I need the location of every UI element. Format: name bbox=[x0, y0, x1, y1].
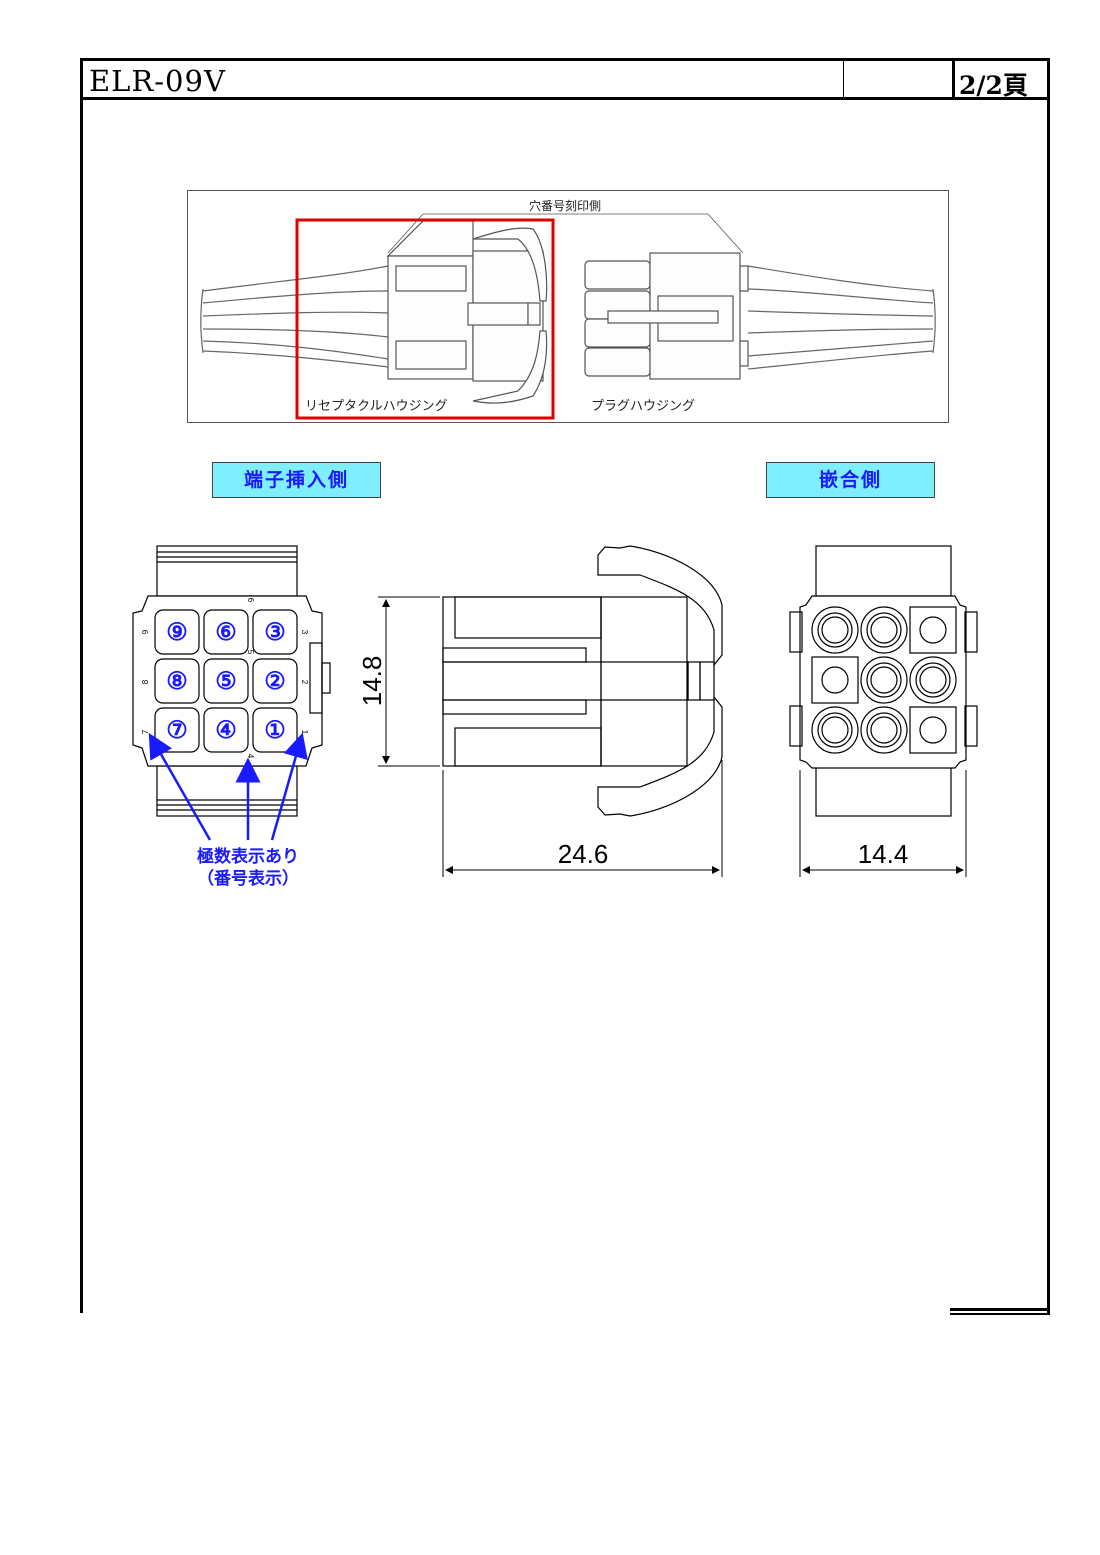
mating-cavity-hole bbox=[919, 616, 947, 644]
side-view bbox=[442, 545, 723, 817]
title-block-cell bbox=[843, 61, 955, 97]
dimension-length: 24.6 bbox=[558, 839, 609, 869]
mating-cavity bbox=[860, 606, 908, 654]
drawing-frame: ELR-09V 2/2頁 bbox=[80, 58, 1050, 1315]
mating-cavity-hole bbox=[866, 662, 902, 698]
terminal-cavity bbox=[154, 609, 200, 655]
mating-cavity-hole bbox=[817, 612, 853, 648]
part-number: ELR-09V bbox=[89, 64, 226, 98]
mating-cavity bbox=[811, 606, 859, 654]
mating-cavity bbox=[860, 656, 908, 704]
terminal-cavity bbox=[203, 707, 249, 753]
frame-footer-line bbox=[950, 1313, 1050, 1315]
mating-cavity bbox=[860, 706, 908, 754]
pole-mark: 1 bbox=[300, 730, 309, 735]
pole-mark: 5 bbox=[246, 650, 255, 655]
pole-mark: 3 bbox=[300, 630, 309, 635]
cavity-number: ① bbox=[264, 717, 286, 744]
mating-view bbox=[789, 545, 978, 817]
plug-label: プラグハウジング bbox=[591, 398, 695, 413]
cavity-number: ② bbox=[264, 668, 286, 695]
mating-cavity-inner bbox=[870, 616, 898, 644]
mating-cavity-inner bbox=[919, 666, 947, 694]
frame-left-border bbox=[80, 98, 83, 1313]
title-block: ELR-09V 2/2頁 bbox=[80, 58, 1050, 100]
mating-cavity-hole bbox=[817, 712, 853, 748]
terminal-cavity bbox=[154, 658, 200, 704]
page-number: 2/2頁 bbox=[959, 71, 1028, 100]
mating-cavity bbox=[811, 656, 859, 704]
cavity-number: ④ bbox=[215, 717, 237, 744]
dimension-width: 14.4 bbox=[858, 839, 909, 869]
terminal-cavity bbox=[252, 658, 298, 704]
mating-cavity bbox=[811, 706, 859, 754]
pole-marking-note: 極数表示あり bbox=[197, 846, 299, 866]
mating-cavity-inner bbox=[821, 716, 849, 744]
mating-cavity bbox=[909, 656, 957, 704]
mating-cavity-inner bbox=[870, 716, 898, 744]
terminal-insertion-side-tag: 端子挿入側 bbox=[212, 462, 381, 498]
pole-mark: 9 bbox=[141, 629, 150, 634]
mating-cavity-hole bbox=[915, 662, 951, 698]
mating-cavity-hole bbox=[821, 666, 849, 694]
cavity-number: ③ bbox=[264, 619, 286, 646]
terminal-cavity bbox=[203, 658, 249, 704]
receptacle-label: リセプタクルハウジング bbox=[305, 398, 448, 413]
mating-side-tag: 嵌合側 bbox=[766, 462, 935, 498]
pole-mark: 4 bbox=[246, 754, 255, 759]
mating-cavity-inner bbox=[821, 616, 849, 644]
receptacle-highlight bbox=[295, 218, 555, 420]
frame-right-border bbox=[1047, 98, 1050, 1313]
pole-mark: 8 bbox=[141, 679, 150, 684]
frame-footer-line bbox=[950, 1308, 1050, 1311]
cavity-number: ⑧ bbox=[166, 668, 188, 695]
cavity-number: ⑥ bbox=[215, 619, 237, 646]
pole-mark: 2 bbox=[300, 680, 309, 685]
cavity-number: ⑤ bbox=[215, 668, 237, 695]
cavity-number: ⑦ bbox=[166, 717, 188, 744]
stamp-side-label: 穴番号刻印側 bbox=[529, 198, 601, 213]
terminal-cavity bbox=[252, 609, 298, 655]
pole-marking-note-sub: （番号表示） bbox=[197, 868, 299, 888]
terminal-cavity bbox=[203, 609, 249, 655]
mating-cavity bbox=[909, 706, 957, 754]
cavity-number: ⑨ bbox=[166, 619, 188, 646]
mating-cavity-hole bbox=[866, 712, 902, 748]
pole-mark: 6 bbox=[246, 598, 255, 603]
mating-cavity-inner bbox=[870, 666, 898, 694]
connector-pair-image: 穴番号刻印側 リセプタクルハウジング プラグハウジング bbox=[187, 190, 949, 423]
dimension-height: 14.8 bbox=[357, 656, 387, 707]
mating-cavity bbox=[909, 606, 957, 654]
pole-mark: 7 bbox=[141, 729, 150, 734]
mating-cavity-hole bbox=[866, 612, 902, 648]
mating-cavity-hole bbox=[919, 716, 947, 744]
